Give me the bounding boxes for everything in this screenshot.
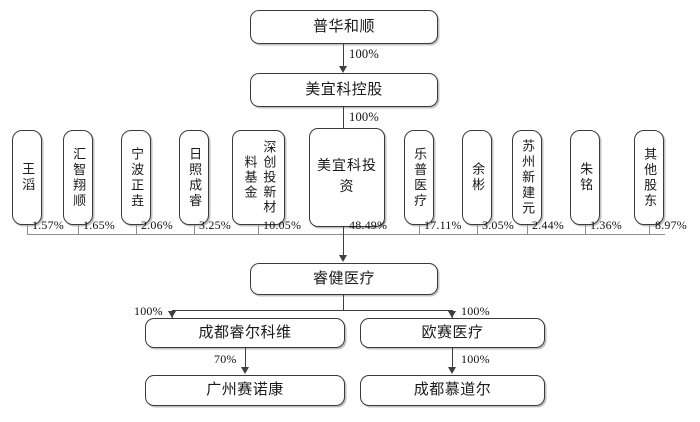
shareholder-label: 其他股东 [642,146,658,209]
entity-label: 成都睿尔科维 [198,324,292,341]
arrow-down-icon [339,255,347,262]
connector-holding-to-investment [343,107,344,132]
shareholder-label: 苏州新建元 [520,138,536,217]
connector-bus-to-ruijian [343,234,344,258]
shareholder-box-rizhaochengrui: 日照成睿 [179,130,209,225]
stake-label-ningbozhengyao: 2.06% [141,218,173,232]
shareholder-box-meiyike-investment: 美宜科投资 [309,128,385,227]
stub-zhuming [585,225,586,234]
shareholder-label: 汇智翔顺 [71,146,87,209]
stub-huizhixiangshun [78,225,79,234]
stake-label-top: 100% [349,47,379,61]
connector-ruierkewei-to-saiunokang [245,348,246,370]
entity-label: 睿健医疗 [312,270,375,287]
entity-box-chengdu-ruierkewei: 成都睿尔科维 [145,318,345,348]
entity-box-meiyike-holding: 美宜科控股 [250,73,438,107]
stub-wangtao [27,225,28,234]
shareholder-box-other-shareholders: 其他股东 [634,130,664,225]
arrow-down-icon [168,311,176,318]
entity-label: 美宜科控股 [305,81,383,98]
stub-rizhaochengrui [194,225,195,234]
shareholder-box-wangtao: 王滔 [12,130,42,225]
entity-label: 欧赛医疗 [421,324,484,341]
shareholder-label: 余彬 [470,162,486,193]
stub-lepu-medical [419,225,420,234]
entity-box-chengdu-mudaoer: 成都慕道尔 [360,375,545,406]
shareholder-label: 宁波正垚 [129,146,145,209]
shareholder-box-huizhixiangshun: 汇智翔顺 [63,130,93,225]
stake-label-zhuming: 1.36% [590,218,622,232]
shareholder-label: 日照成睿 [187,146,203,209]
shareholder-label: 王滔 [20,162,36,193]
shareholder-label: 朱铭 [578,162,594,193]
shareholder-box-suzhou-xinjianyuan: 苏州新建元 [512,130,542,225]
connector-ousai-to-mudaoer [452,348,453,370]
stub-suzhou-xinjianyuan [527,225,528,234]
shareholder-box-yubin: 余彬 [462,130,492,225]
arrow-down-icon [448,367,456,374]
shareholder-box-zhuming: 朱铭 [570,130,600,225]
shareholder-label: 美宜科投资 [317,159,377,195]
shareholder-label: 乐普医疗 [412,146,428,209]
stake-label-rizhaochengrui: 3.25% [199,218,231,232]
shareholder-aggregation-bus [27,234,665,235]
stake-label-lepu-medical: 17.11% [424,218,462,232]
stake-label-suzhou-xinjianyuan: 2.44% [532,218,564,232]
stub-yubin [477,225,478,234]
shareholder-box-lepu-medical: 乐普医疗 [404,130,434,225]
entity-box-guangzhou-sainuokang: 广州赛诺康 [145,375,345,406]
entity-label: 成都慕道尔 [413,382,492,399]
stake-label-chengdu-mudaoer: 100% [461,352,490,366]
stub-shenchuangtou-fund [258,225,259,234]
arrow-down-icon [241,367,249,374]
entity-box-ousai-medical: 欧赛医疗 [360,318,545,348]
stake-label-guangzhou-sainuokang: 70% [214,352,237,366]
stake-label-huizhixiangshun: 1.65% [83,218,115,232]
stake-label-holding: 100% [349,110,379,124]
connector-ruijian-trunk [343,295,344,310]
shareholder-box-shenchuangtou-fund: 深创投新材料基金 [232,130,285,225]
shareholder-label: 深创投新材料基金 [242,140,277,215]
entity-label: 广州赛诺康 [206,382,284,399]
arrow-down-icon [448,311,456,318]
stake-label-meiyike-investment: 48.49% [349,218,388,232]
stake-label-ousai-medical: 100% [461,304,490,318]
stub-ningbozhengyao [136,225,137,234]
shareholder-box-ningbozhengyao: 宁波正垚 [121,130,151,225]
entity-box-puhuaheshun: 普华和顺 [250,10,438,44]
stake-label-chengdu-ruierkewei: 100% [134,304,163,318]
stake-label-yubin: 3.05% [482,218,514,232]
entity-box-ruijian-medical: 睿健医疗 [250,263,438,295]
arrow-down-icon [339,66,347,73]
connector-ruijian-split-bus [172,310,453,311]
stake-label-shenchuangtou-fund: 10.05% [263,218,302,232]
stake-label-wangtao: 1.57% [32,218,64,232]
stake-label-other-shareholders: 8.97% [655,218,687,232]
entity-label: 普华和顺 [312,18,375,35]
connector-puhuaheshun-to-meiyike-holding [343,44,344,69]
stub-other-shareholders [649,225,650,234]
stub-meiyike-investment [343,227,344,234]
